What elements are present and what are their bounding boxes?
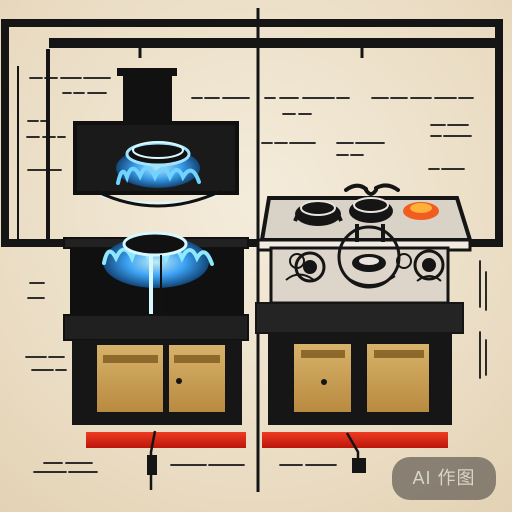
left-annotation-group [25, 77, 111, 473]
right-annotation-group [170, 97, 487, 466]
left-flame-lower-icon [102, 231, 214, 314]
left-gas-pipe-icon [149, 430, 157, 490]
left-flame-upper-icon [95, 141, 222, 208]
left-stove [63, 68, 249, 490]
right-burners-icon [285, 183, 445, 289]
right-stove [255, 196, 473, 473]
watermark-badge: AI 作图 [392, 457, 496, 500]
